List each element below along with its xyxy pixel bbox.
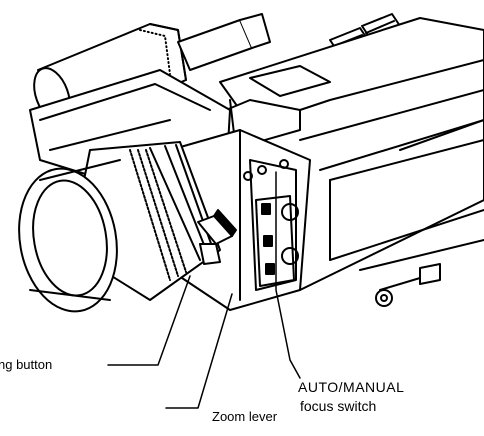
recording-button-label: ng button <box>0 357 53 372</box>
zoom-lever-label: Zoom lever <box>212 409 278 424</box>
lens-barrel <box>18 141 221 313</box>
leader-auto-manual <box>275 171 301 379</box>
focus-switch-label: focus switch <box>300 398 377 414</box>
front-switch-panel <box>169 129 311 311</box>
leader-recording-button <box>107 275 191 366</box>
zoom-lever <box>197 209 237 265</box>
leader-lines <box>107 171 301 409</box>
auto-manual-label: AUTO/MANUAL <box>298 379 405 395</box>
leader-zoom-lever <box>165 293 233 409</box>
